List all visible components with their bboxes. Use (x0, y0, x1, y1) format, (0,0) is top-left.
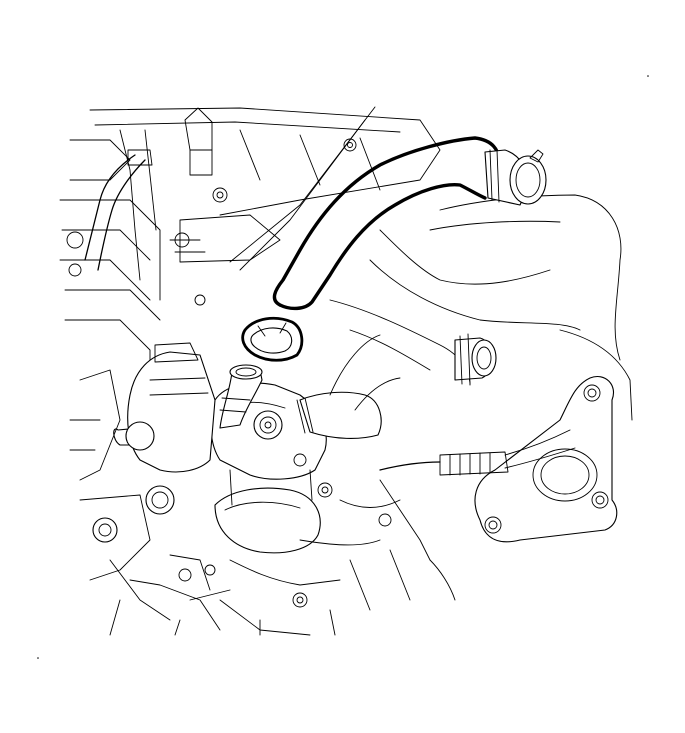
sensor-harness (379, 429, 576, 476)
exhaust-flange (474, 376, 618, 543)
engine-cylinder-head (59, 107, 441, 401)
scan-marks (37, 75, 649, 659)
heater-hose-fitting (454, 333, 497, 385)
callout-lines (229, 106, 376, 271)
engine-block-lower (69, 342, 456, 636)
vacuum-line (84, 149, 153, 271)
hose-clamp (241, 316, 304, 362)
bypass-tube (219, 364, 263, 429)
upper-radiator-hose (272, 136, 547, 311)
coolant-hose-lower (296, 334, 401, 439)
